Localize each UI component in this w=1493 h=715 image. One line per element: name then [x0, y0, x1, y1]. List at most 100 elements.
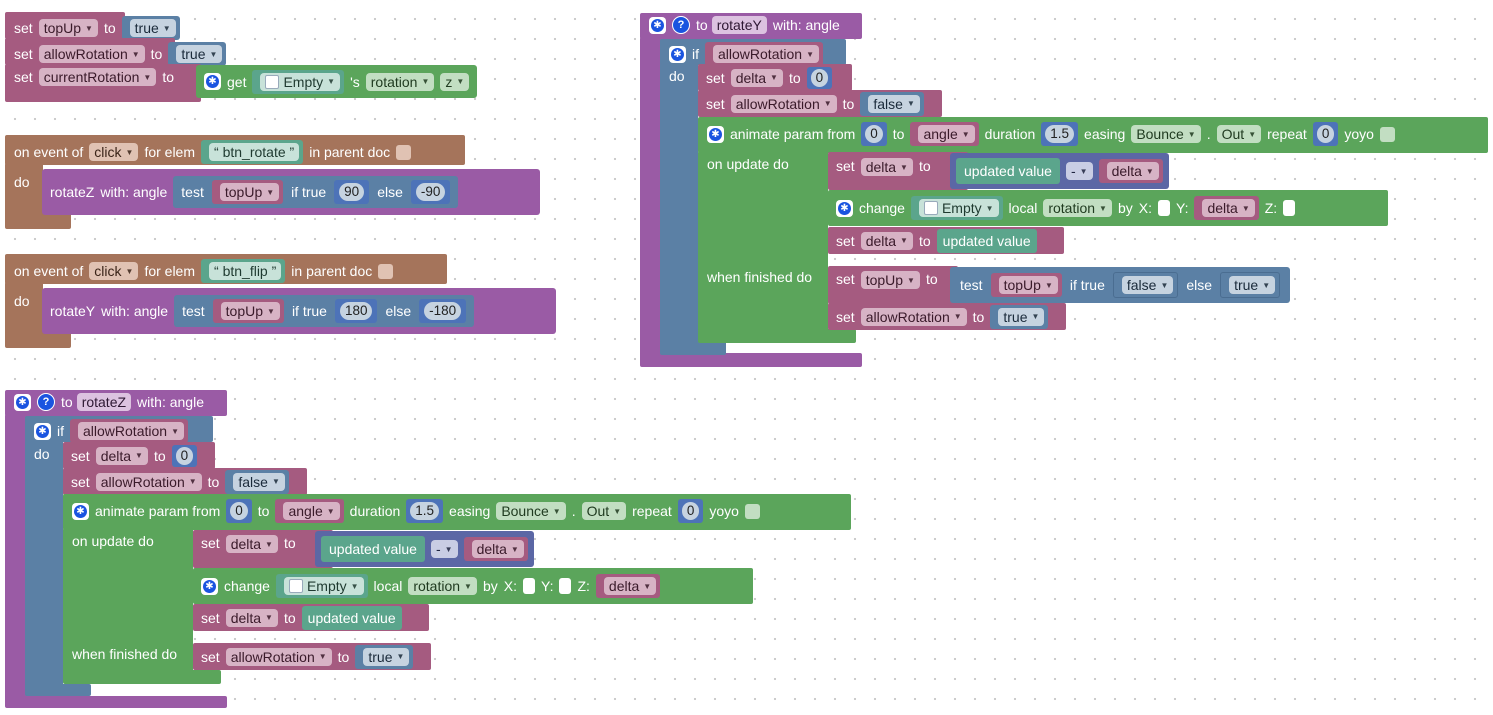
bool-block-true[interactable]: true▼	[990, 304, 1049, 329]
number-block-repeat[interactable]: 0	[1312, 122, 1339, 146]
set-allowrotation-block[interactable]: set allowRotation▼ to false▼	[698, 90, 942, 117]
var-get-topup[interactable]: topUp▼	[211, 180, 284, 204]
help-icon[interactable]: ?	[37, 393, 55, 411]
text-block-btn-rotate[interactable]: “ btn_rotate ”	[201, 140, 304, 164]
number-block-0[interactable]: 0	[806, 66, 833, 89]
var-get-allowrotation[interactable]: allowRotation▼	[70, 419, 188, 443]
property-dropdown-rotation[interactable]: rotation▼	[408, 577, 477, 595]
updated-value-block[interactable]: updated value	[321, 536, 425, 562]
event-dropdown-click[interactable]: click▼	[89, 143, 139, 161]
set-delta-block[interactable]: set delta▼ to	[828, 152, 968, 190]
var-get-topup[interactable]: topUp▼	[212, 299, 284, 323]
ternary-block[interactable]: test topUp▼ if true 90 else -90	[173, 176, 459, 208]
var-dropdown-allowrotation[interactable]: allowRotation▼	[95, 472, 202, 491]
yoyo-checkbox[interactable]	[744, 503, 760, 519]
var-get-allowrotation[interactable]: allowRotation▼	[705, 42, 823, 66]
easing-dropdown-out[interactable]: Out▼	[581, 502, 627, 520]
gear-icon[interactable]: ✱	[649, 16, 666, 34]
bool-block-true[interactable]: true▼	[121, 16, 180, 40]
number-block-0[interactable]: 0	[171, 444, 198, 467]
bool-block-false[interactable]: false▼	[860, 91, 924, 116]
var-dropdown-delta[interactable]: delta▼	[860, 231, 913, 250]
var-get-topup[interactable]: topUp▼	[990, 273, 1062, 297]
axis-dropdown-z[interactable]: z▼	[440, 72, 470, 91]
var-dropdown-delta[interactable]: delta▼	[225, 535, 278, 553]
proc-name-field-rotatey[interactable]: rotateY	[711, 16, 767, 34]
bool-dropdown[interactable]: true▼	[129, 19, 176, 37]
operator-dropdown-minus[interactable]: -▼	[1065, 162, 1093, 180]
animate-block[interactable]	[63, 494, 851, 530]
gear-icon[interactable]: ✱	[34, 422, 51, 440]
var-dropdown-topup[interactable]: topUp▼	[860, 271, 920, 289]
var-dropdown-allowrotation[interactable]: allowRotation▼	[38, 45, 145, 63]
gear-icon[interactable]: ✱	[707, 125, 724, 143]
number-block-0[interactable]: 0	[861, 122, 887, 146]
var-dropdown-topup[interactable]: topUp▼	[38, 19, 98, 37]
var-get-delta[interactable]: delta▼	[463, 537, 528, 561]
ternary-block[interactable]: test topUp▼ if true false▼ else true▼	[950, 267, 1291, 303]
number-block-0[interactable]: 0	[226, 499, 252, 523]
x-input-slot[interactable]	[1158, 200, 1170, 216]
updated-value-block[interactable]: updated value	[956, 158, 1060, 184]
set-allowrotation-block[interactable]: set allowRotation▼ to true▼	[193, 643, 431, 670]
var-dropdown-delta[interactable]: delta▼	[95, 446, 148, 465]
set-delta-block[interactable]: set delta▼ to	[193, 530, 333, 568]
call-rotatey-block[interactable]: rotateY with: angle test topUp▼ if true …	[42, 288, 556, 334]
easing-dropdown-out[interactable]: Out▼	[1216, 125, 1262, 143]
bool-dropdown[interactable]: true▼	[176, 45, 223, 63]
bool-block-true[interactable]: true▼	[1220, 272, 1281, 298]
set-delta-block[interactable]: set delta▼ to 0	[63, 442, 215, 469]
parent-doc-checkbox[interactable]	[378, 263, 394, 279]
property-dropdown-rotation[interactable]: rotation▼	[1043, 199, 1112, 217]
var-get-delta[interactable]: delta▼	[595, 574, 661, 598]
object-block-empty[interactable]: Empty▼	[910, 196, 1003, 220]
yoyo-checkbox[interactable]	[1379, 126, 1395, 142]
gear-icon[interactable]: ✱	[14, 393, 31, 411]
get-rotation-block[interactable]: ✱ get Empty▼ 's rotation▼ z▼	[196, 65, 478, 98]
bool-block-true[interactable]: true▼	[168, 42, 227, 66]
proc-name-field-rotatez[interactable]: rotateZ	[76, 393, 132, 411]
text-block-btn-flip[interactable]: “ btn_flip ”	[201, 259, 286, 283]
var-dropdown-allowrotation[interactable]: allowRotation▼	[730, 94, 837, 113]
help-icon[interactable]: ?	[672, 16, 690, 34]
set-allowrotation-block[interactable]: set allowRotation▼ to true▼	[828, 303, 1066, 330]
var-dropdown-currentrotation[interactable]: currentRotation▼	[38, 68, 157, 86]
object-block-empty[interactable]: Empty▼	[252, 69, 345, 94]
easing-dropdown-bounce[interactable]: Bounce▼	[496, 502, 566, 520]
bool-block-false[interactable]: false▼	[1112, 272, 1179, 298]
object-block-empty[interactable]: Empty▼	[275, 574, 368, 598]
var-get-angle[interactable]: angle▼	[275, 499, 344, 523]
number-block-duration[interactable]: 1.5	[1041, 122, 1079, 146]
var-dropdown-delta[interactable]: delta▼	[730, 68, 783, 87]
number-block-minus-90[interactable]: -90	[410, 180, 451, 204]
gear-icon[interactable]: ✱	[836, 199, 853, 217]
y-input-slot[interactable]	[559, 578, 572, 594]
change-rotation-block[interactable]: ✱ change Empty▼ local rotation▼ by X: Y:…	[828, 190, 1388, 226]
set-delta-block[interactable]: set delta▼ to updated value	[193, 604, 429, 631]
call-rotatez-block[interactable]: rotateZ with: angle test topUp▼ if true …	[42, 169, 540, 215]
number-block-minus-180[interactable]: -180	[419, 299, 467, 323]
x-input-slot[interactable]	[523, 578, 535, 594]
set-topup-block[interactable]: set topUp▼ to	[828, 266, 958, 304]
operator-dropdown-minus[interactable]: -▼	[430, 540, 458, 558]
property-dropdown-rotation[interactable]: rotation▼	[365, 72, 435, 91]
math-minus-block[interactable]: updated value -▼ delta▼	[315, 531, 534, 567]
var-dropdown-allowrotation[interactable]: allowRotation▼	[225, 647, 332, 666]
bool-block-false[interactable]: false▼	[225, 469, 289, 494]
var-get-delta[interactable]: delta▼	[1194, 196, 1259, 220]
var-dropdown-delta[interactable]: delta▼	[225, 608, 278, 627]
gear-icon[interactable]: ✱	[72, 502, 89, 520]
number-block-duration[interactable]: 1.5	[406, 499, 444, 523]
bool-block-true[interactable]: true▼	[355, 644, 414, 669]
number-block-repeat[interactable]: 0	[677, 499, 704, 523]
z-input-slot[interactable]	[1283, 200, 1296, 216]
gear-icon[interactable]: ✱	[204, 73, 221, 90]
var-get-delta[interactable]: delta▼	[1098, 159, 1163, 183]
var-get-angle[interactable]: angle▼	[910, 122, 979, 146]
change-rotation-block[interactable]: ✱ change Empty▼ local rotation▼ by X: Y:…	[193, 568, 753, 604]
math-minus-block[interactable]: updated value -▼ delta▼	[950, 153, 1169, 189]
gear-icon[interactable]: ✱	[201, 577, 218, 595]
parent-doc-checkbox[interactable]	[396, 144, 412, 160]
var-dropdown-delta[interactable]: delta▼	[860, 158, 913, 176]
animate-block[interactable]	[698, 117, 1488, 153]
